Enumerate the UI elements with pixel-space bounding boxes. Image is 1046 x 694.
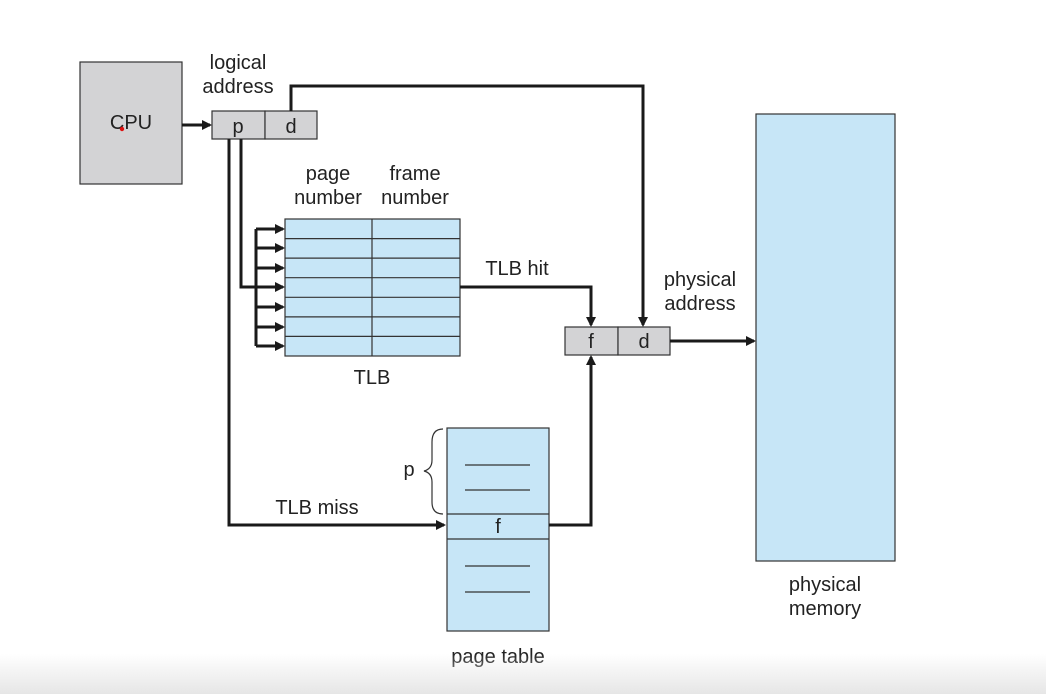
page-index-brace (423, 428, 444, 515)
physical-address-f-label: f (588, 331, 594, 353)
tlb-hit-label: TLB hit (485, 258, 549, 280)
page-table-to-frame-wire (549, 355, 596, 527)
page-table-p-label: p (403, 459, 414, 481)
tlb-hit-wire (460, 285, 596, 327)
logical-address-d-label: d (285, 116, 296, 138)
page-table-f-label: f (495, 516, 501, 538)
physical-address-label-line2: address (664, 293, 735, 315)
cpu-box (79, 61, 183, 185)
tlb-search-arrows (239, 139, 285, 351)
page-number-header-line2: number (294, 187, 362, 209)
tlb-label: TLB (354, 367, 391, 389)
bottom-shade (0, 654, 1046, 694)
frame-number-header-line2: number (381, 187, 449, 209)
cpu-label: CPU (110, 112, 152, 134)
physical-address-label-line1: physical (664, 269, 736, 291)
physical-memory-label-line2: memory (789, 598, 861, 620)
logical-address-p-cell (211, 110, 266, 140)
page-table (446, 427, 550, 632)
offset-d-wire (289, 84, 648, 327)
logical-address-p-label: p (232, 116, 243, 138)
physical-address-d-label: d (638, 331, 649, 353)
logical-address-label-line2: address (202, 76, 273, 98)
tlb-miss-wire (227, 139, 446, 530)
page-number-header-line1: page (306, 163, 351, 185)
cursor-dot (119, 126, 125, 132)
tlb-miss-label: TLB miss (275, 497, 358, 519)
physical-memory-box (755, 113, 896, 562)
tlb-table (284, 218, 461, 357)
physical-memory-label-line1: physical (789, 574, 861, 596)
frame-number-header-line1: frame (389, 163, 440, 185)
logical-address-label-line1: logical (210, 52, 267, 74)
